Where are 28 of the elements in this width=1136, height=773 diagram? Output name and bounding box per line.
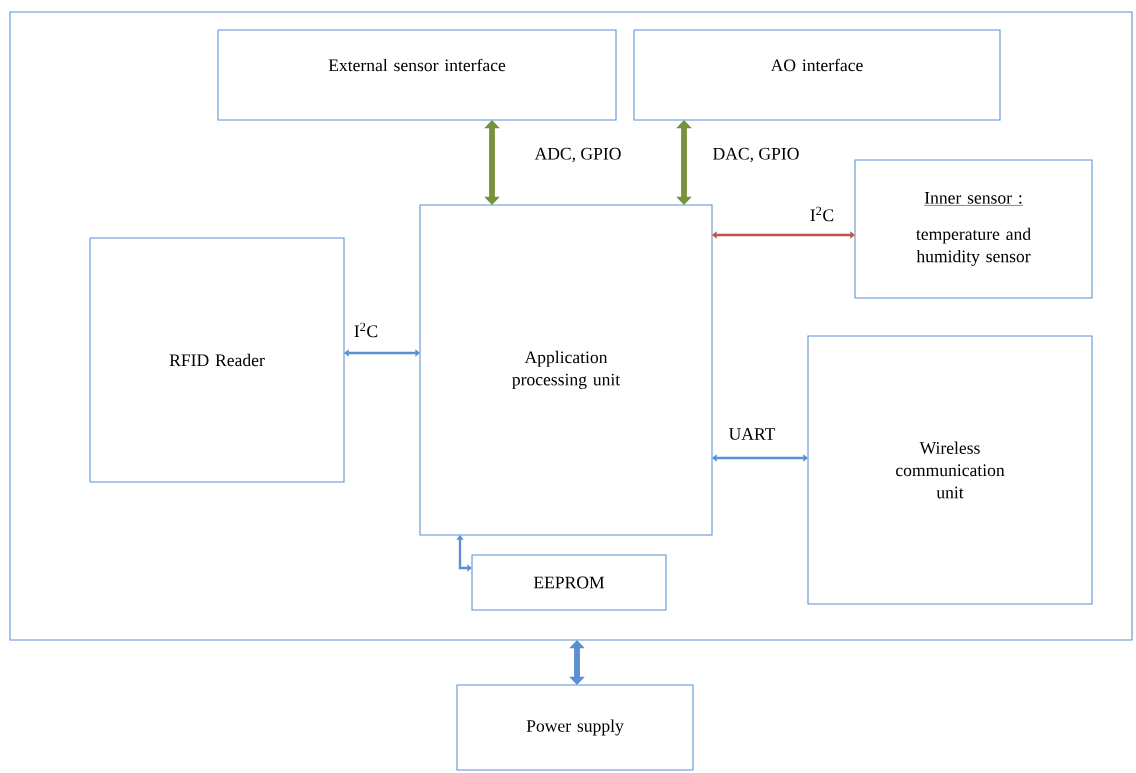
block-box xyxy=(633,29,1001,121)
sensor-box xyxy=(854,159,1093,299)
arrow xyxy=(456,535,472,572)
arrow xyxy=(676,120,692,205)
edge-label: DAC, GPIO xyxy=(713,147,799,163)
processor-box xyxy=(419,204,713,536)
block-label: AO interface xyxy=(770,58,863,72)
arrow xyxy=(569,640,585,685)
block-box xyxy=(456,684,694,771)
block-box xyxy=(807,335,1093,605)
block-label: Power supply xyxy=(526,719,624,736)
block-label: RFID Reader xyxy=(169,353,265,367)
block-label: Inner sensor : temperature and humidity sensor xyxy=(916,192,1031,266)
block-box xyxy=(471,554,667,611)
block-box xyxy=(89,237,345,483)
block-label: EEPROM xyxy=(533,576,605,589)
edge-label: I$^{2}$C xyxy=(810,206,834,222)
block-label: External sensor interface xyxy=(328,58,506,72)
block-box xyxy=(217,29,617,121)
arrow xyxy=(712,231,855,239)
edge-label: UART xyxy=(729,428,776,440)
arrow xyxy=(484,120,500,205)
block-label: Wireless communication unit xyxy=(896,441,1005,499)
block-label: Application processing unit xyxy=(512,350,621,390)
edge-label: I$^{2}$C xyxy=(354,322,378,338)
arrow xyxy=(344,349,420,357)
edge-label: ADC, GPIO xyxy=(534,147,621,163)
arrow xyxy=(712,454,808,462)
